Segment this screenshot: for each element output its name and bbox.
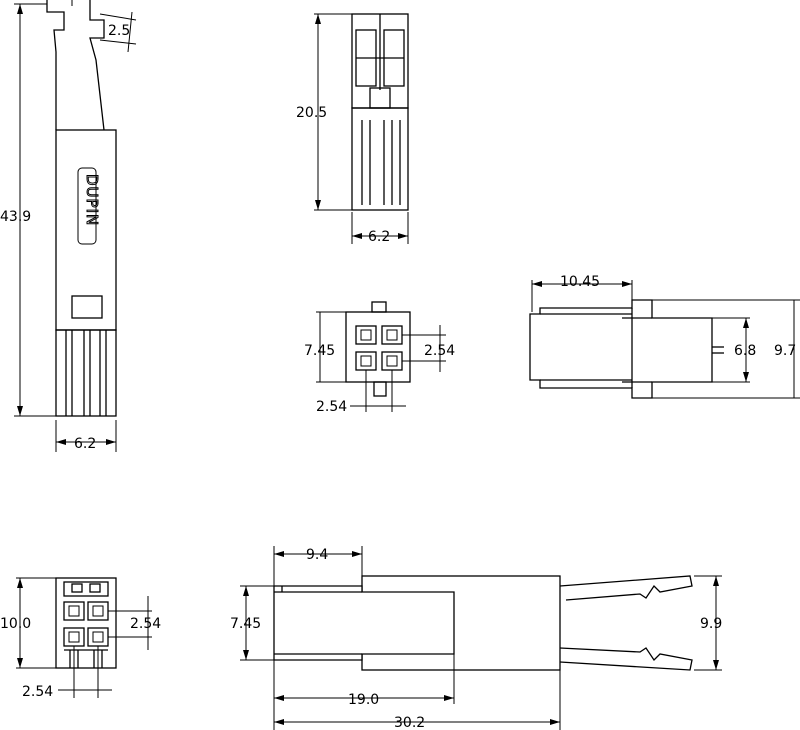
dim-bottom-total-length: 30.2 (394, 715, 425, 730)
dim-front-row-pitch: 2.54 (424, 343, 455, 359)
dim-front-height: 7.45 (304, 343, 335, 359)
dim-front-col-pitch: 2.54 (316, 399, 347, 415)
dim-bottom-latch-height: 9.9 (700, 616, 722, 632)
dim-right-outer-height: 9.7 (774, 343, 796, 359)
top-view (314, 13, 409, 244)
dimension-labels: 2.5 43.9 6.2 20.5 6.2 7.45 2.54 2.54 10.… (0, 23, 796, 730)
dim-top-length: 20.5 (296, 105, 327, 121)
dim-rear-row-pitch: 2.54 (130, 616, 161, 632)
right-side-view (529, 280, 800, 399)
logo-text: DUPIN (83, 174, 101, 226)
front-view (316, 301, 446, 412)
dim-bottom-height: 7.45 (230, 616, 261, 632)
dim-side-width: 6.2 (74, 436, 96, 452)
dim-bottom-offset: 9.4 (306, 547, 328, 563)
dim-side-total-length: 43.9 (0, 209, 31, 225)
dim-rear-col-pitch: 2.54 (22, 684, 53, 700)
dim-rear-height: 10.0 (0, 616, 31, 632)
bottom-side-view (240, 546, 722, 730)
dim-side-latch-offset: 2.5 (108, 23, 130, 39)
dim-bottom-mid-length: 19.0 (348, 692, 379, 708)
side-view: DUPIN (14, 0, 137, 452)
dim-right-inner-height: 6.8 (734, 343, 756, 359)
dim-right-offset: 10.45 (560, 274, 600, 290)
dim-top-width: 6.2 (368, 229, 390, 245)
rear-view (16, 577, 152, 698)
